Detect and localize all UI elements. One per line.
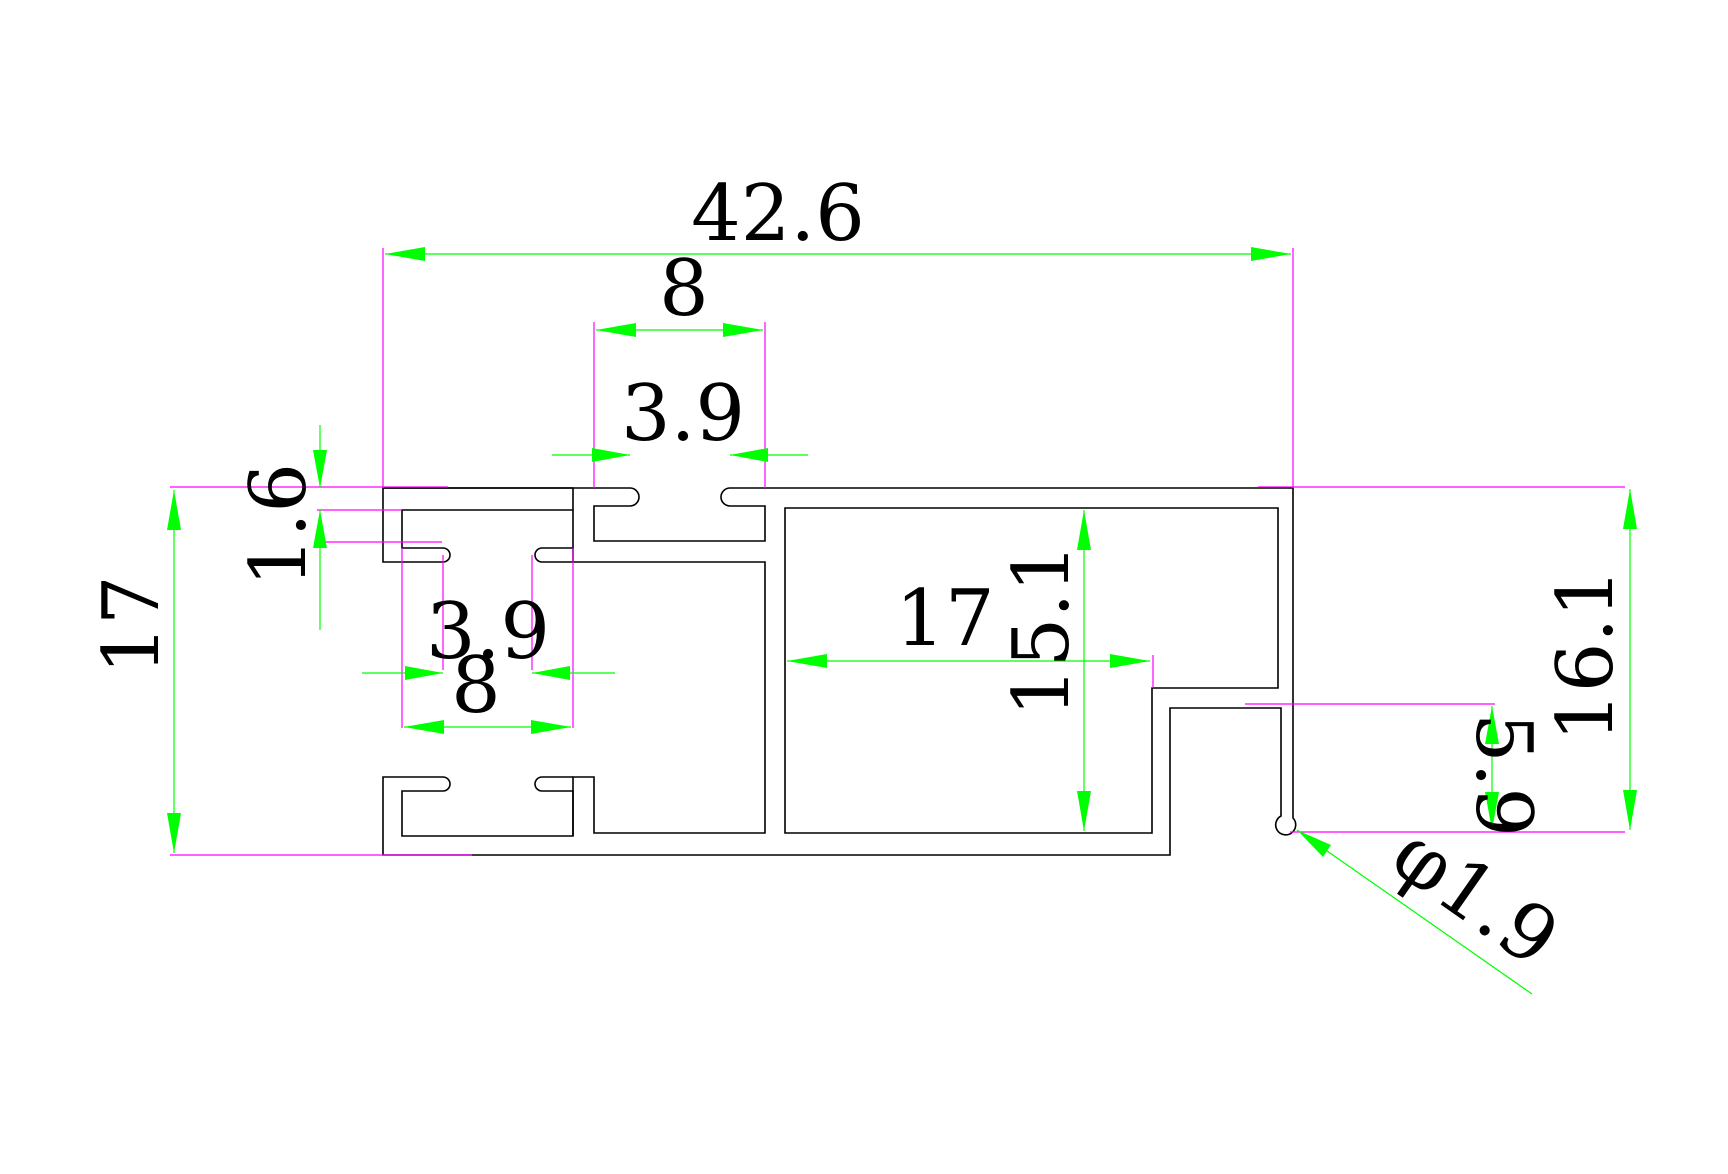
dimension-lines xyxy=(167,247,1637,995)
dim-right-height: 16.1 xyxy=(1541,568,1631,742)
profile-outline xyxy=(382,487,1297,856)
dim-chamber-height: 15.1 xyxy=(997,543,1087,717)
dim-left-wall: 1.6 xyxy=(234,463,324,587)
dim-lip-height: 5.9 xyxy=(1458,713,1548,837)
dim-overall-width: 42.6 xyxy=(691,169,865,259)
dim-top-slot-opening: 3.9 xyxy=(621,369,745,459)
dim-left-slot-width: 8 xyxy=(451,641,501,731)
dim-top-slot-width: 8 xyxy=(659,244,709,334)
dim-overall-height: 17 xyxy=(87,575,177,674)
dimension-labels: 42.6 8 3.9 1.6 3.9 8 17 17 15.1 16.1 5.9… xyxy=(87,169,1631,985)
profile-slot-bottom xyxy=(534,776,574,836)
profile-outer-top xyxy=(382,487,574,563)
dim-left-slot-opening: 3.9 xyxy=(426,587,550,677)
extension-lines xyxy=(170,248,1625,856)
profile-slot-inner-right xyxy=(534,510,574,563)
profile-main-contour xyxy=(382,487,1297,856)
profile-chamber xyxy=(784,507,1279,834)
dim-chamber-width: 17 xyxy=(895,574,994,664)
